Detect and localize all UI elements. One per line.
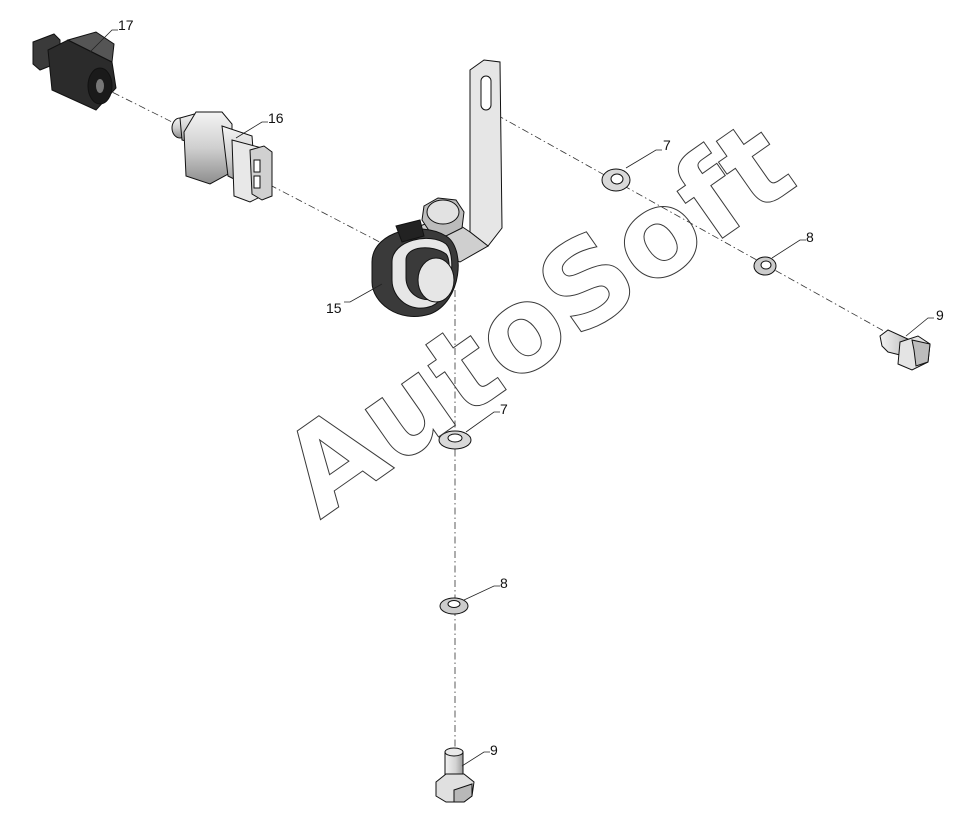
callout-9-lower: 9 <box>490 742 498 758</box>
leader-9b <box>461 751 490 767</box>
callout-17: 17 <box>118 17 134 33</box>
leader-17 <box>89 29 118 53</box>
leader-15 <box>344 283 383 303</box>
part-15-clamp <box>371 219 459 317</box>
part-16-sensor <box>171 111 273 203</box>
watermark-text: AutoSoft <box>257 93 817 543</box>
part-8-lock-washer-lower <box>439 597 469 615</box>
part-7-washer-lower <box>438 430 472 450</box>
callout-8-upper: 8 <box>806 229 814 245</box>
axis-16-15 <box>269 184 396 251</box>
axis-bracket-9 <box>496 114 901 341</box>
leader-8b <box>463 585 500 601</box>
assembly-axes <box>99 85 901 760</box>
leader-16 <box>235 121 268 139</box>
part-7-washer-upper <box>601 168 631 192</box>
part-17-adapter-fitting <box>32 31 117 111</box>
part-9-bolt-lower <box>435 747 475 803</box>
callout-7-lower: 7 <box>500 401 508 417</box>
leader-lines <box>89 29 934 767</box>
callout-15: 15 <box>326 300 342 316</box>
leader-7a <box>625 149 662 169</box>
part-9-bolt-upper <box>879 329 931 371</box>
leader-7b <box>465 411 500 433</box>
callout-labels: 17 16 15 7 8 9 7 8 9 <box>118 17 944 758</box>
part-8-lock-washer-upper <box>753 256 777 276</box>
leader-8a <box>771 239 806 259</box>
callout-16: 16 <box>268 110 284 126</box>
leader-9a <box>905 317 934 337</box>
callout-8-lower: 8 <box>500 575 508 591</box>
axis-17-16 <box>99 85 181 127</box>
callout-7-upper: 7 <box>663 137 671 153</box>
callout-9-upper: 9 <box>936 307 944 323</box>
